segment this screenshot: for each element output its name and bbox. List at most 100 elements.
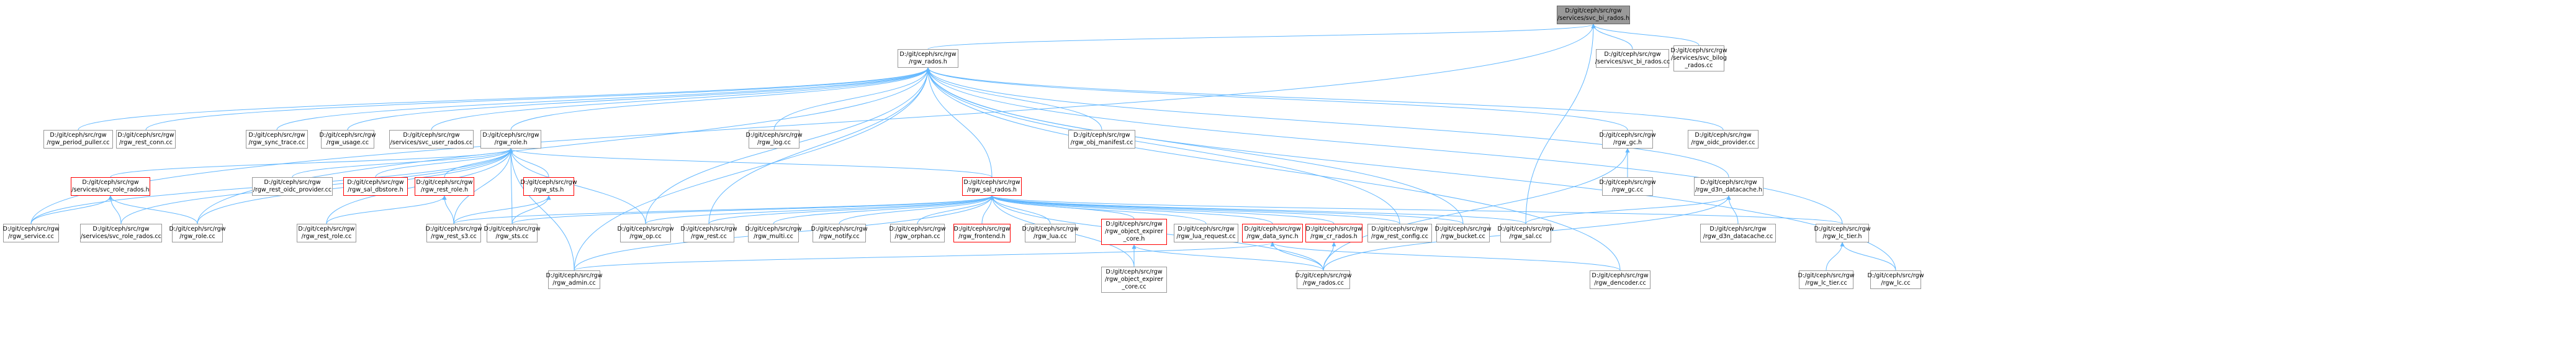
node-rgw-sal-rados-h[interactable]: D:/git/ceph/src/rgw/rgw_sal_rados.h [962,177,1022,196]
edge-rgw-d3n-datacache-h-to-rgw-sal-cc [1525,195,1731,224]
node-label-line: D:/git/ceph/src/rgw [2,226,60,232]
node-label-line: /rgw_obj_manifest.cc [1070,139,1133,146]
edge-rgw-sal-rados-h-to-rgw-lua-request-cc [989,195,1207,224]
node-label-line: D:/git/ceph/src/rgw [1592,272,1649,279]
edge-rgw-role-h-to-rgw-admin-cc [508,148,575,271]
node-rgw-cr-rados-h[interactable]: D:/git/ceph/src/rgw/rgw_cr_rados.h [1305,224,1362,242]
node-label-line: D:/git/ceph/src/rgw [82,179,139,186]
node-label-line: _core.h [1123,236,1145,242]
node-label-line: D:/git/ceph/src/rgw [50,132,107,139]
node-rgw-usage-cc[interactable]: D:/git/ceph/src/rgw/rgw_usage.cc [319,130,376,149]
node-svc-bi-rados-cc[interactable]: D:/git/ceph/src/rgw/services/svc_bi_rado… [1595,49,1670,68]
node-rgw-lua-cc[interactable]: D:/git/ceph/src/rgw/rgw_lua.cc [1022,224,1079,242]
node-rgw-bucket-cc[interactable]: D:/git/ceph/src/rgw/rgw_bucket.cc [1434,224,1492,242]
node-rgw-rest-cc[interactable]: D:/git/ceph/src/rgw/rgw_rest.cc [680,224,737,242]
node-rgw-dencoder-cc[interactable]: D:/git/ceph/src/rgw/rgw_dencoder.cc [1590,270,1651,289]
node-rgw-object-expirer-core-cc[interactable]: D:/git/ceph/src/rgw/rgw_object_expirer_c… [1101,267,1167,293]
node-label-line: D:/git/ceph/src/rgw [811,226,868,232]
node-rgw-op-cc[interactable]: D:/git/ceph/src/rgw/rgw_op.cc [617,224,674,242]
node-label-line: D:/git/ceph/src/rgw [1073,132,1130,139]
edge-rgw-lc-tier-h-to-rgw-lc-cc [1840,242,1896,271]
node-label-line: D:/git/ceph/src/rgw [1604,51,1661,58]
node-rgw-period-puller-cc[interactable]: D:/git/ceph/src/rgw/rgw_period_puller.cc [43,130,113,149]
node-label-line: D:/git/ceph/src/rgw [1695,132,1752,139]
edge-rgw-rados-h-to-rgw-d3n-datacache-h [925,67,1729,178]
node-rgw-notify-cc[interactable]: D:/git/ceph/src/rgw/rgw_notify.cc [811,224,868,242]
node-svc-user-rados-cc[interactable]: D:/git/ceph/src/rgw/services/svc_user_ra… [389,130,474,149]
node-rgw-rest-s3-cc[interactable]: D:/git/ceph/src/rgw/rgw_rest_s3.cc [425,224,482,242]
edge-rgw-sal-rados-h-to-rgw-rest-config-cc [989,195,1400,224]
edge-rgw-sal-rados-h-to-rgw-bucket-cc [989,195,1464,224]
node-rgw-rest-role-h[interactable]: D:/git/ceph/src/rgw/rgw_rest_role.h [415,177,474,196]
node-label-line: /rgw_rest_conn.cc [119,139,173,146]
node-rgw-rados-cc[interactable]: D:/git/ceph/src/rgw/rgw_rados.cc [1295,270,1352,289]
node-rgw-role-cc[interactable]: D:/git/ceph/src/rgw/rgw_role.cc [169,224,226,242]
node-label-line: /rgw_cr_rados.h [1310,233,1358,240]
edge-rgw-sal-rados-h-to-rgw-notify-cc [839,195,994,224]
node-svc-bi-rados-h: D:/git/ceph/src/rgw/services/svc_bi_rado… [1557,6,1630,24]
edge-rgw-role-h-to-rgw-sal-dbstore-h [375,148,513,178]
node-rgw-admin-cc[interactable]: D:/git/ceph/src/rgw/rgw_admin.cc [546,270,603,289]
node-label-line: D:/git/ceph/src/rgw [899,51,957,58]
node-rgw-lc-cc[interactable]: D:/git/ceph/src/rgw/rgw_lc.cc [1867,270,1924,289]
node-rgw-role-h[interactable]: D:/git/ceph/src/rgw/rgw_role.h [480,130,541,149]
node-label-line: /rgw_lc_tier.h [1822,233,1862,240]
node-rgw-rest-config-cc[interactable]: D:/git/ceph/src/rgw/rgw_rest_config.cc [1367,224,1432,242]
node-svc-bilog-rados-cc[interactable]: D:/git/ceph/src/rgw/services/svc_bilog_r… [1670,45,1727,71]
node-rgw-obj-manifest-cc[interactable]: D:/git/ceph/src/rgw/rgw_obj_manifest.cc [1068,130,1135,149]
node-label-line: /rgw_d3n_datacache.cc [1703,233,1773,240]
edge-rgw-rados-h-to-rgw-period-puller-cc [78,67,930,131]
node-rgw-lc-tier-h[interactable]: D:/git/ceph/src/rgw/rgw_lc_tier.h [1814,224,1871,242]
node-label-line: D:/git/ceph/src/rgw [1434,226,1492,232]
edge-rgw-rest-role-h-to-rgw-rest-role-cc [326,195,447,224]
node-rgw-gc-h[interactable]: D:/git/ceph/src/rgw/rgw_gc.h [1599,130,1656,149]
node-rgw-sts-cc[interactable]: D:/git/ceph/src/rgw/rgw_sts.cc [484,224,541,242]
node-rgw-rados-h[interactable]: D:/git/ceph/src/rgw/rgw_rados.h [898,49,958,68]
node-rgw-orphan-cc[interactable]: D:/git/ceph/src/rgw/rgw_orphan.cc [889,224,946,242]
node-label-line: /rgw_role.h [494,139,528,146]
node-rgw-oidc-provider-cc[interactable]: D:/git/ceph/src/rgw/rgw_oidc_provider.cc [1688,130,1759,149]
node-label-line: /rgw_d3n_datacache.h [1695,186,1762,193]
edge-rgw-sal-rados-h-to-rgw-lua-cc [989,195,1051,224]
edge-rgw-role-h-to-rgw-op-cc [508,148,646,224]
node-rgw-rest-oidc-provider-cc[interactable]: D:/git/ceph/src/rgw/rgw_rest_oidc_provid… [252,177,333,196]
node-label-line: /rgw_gc.cc [1611,186,1644,193]
node-rgw-multi-cc[interactable]: D:/git/ceph/src/rgw/rgw_multi.cc [745,224,802,242]
node-rgw-log-cc[interactable]: D:/git/ceph/src/rgw/rgw_log.cc [745,130,803,149]
node-rgw-service-cc[interactable]: D:/git/ceph/src/rgw/rgw_service.cc [2,224,60,242]
node-label-line: /rgw_rest.cc [691,233,727,240]
node-label-line: D:/git/ceph/src/rgw [319,132,376,139]
node-svc-role-rados-cc[interactable]: D:/git/ceph/src/rgw/services/svc_role_ra… [80,224,162,242]
node-label-line: D:/git/ceph/src/rgw [1295,272,1352,279]
node-rgw-object-expirer-core-h[interactable]: D:/git/ceph/src/rgw/rgw_object_expirer_c… [1101,219,1167,245]
node-label-line: D:/git/ceph/src/rgw [963,179,1020,186]
node-rgw-sal-cc[interactable]: D:/git/ceph/src/rgw/rgw_sal.cc [1497,224,1554,242]
edge-rgw-rados-h-to-rgw-sync-trace-cc [276,67,930,131]
edge-rgw-rados-h-to-rgw-role-h [510,67,930,131]
edge-svc-bi-rados-h-to-rgw-sal-cc [1525,24,1596,224]
node-rgw-lua-request-cc[interactable]: D:/git/ceph/src/rgw/rgw_lua_request.cc [1174,224,1238,242]
edge-rgw-sal-rados-h-to-rgw-multi-cc [773,195,994,224]
node-rgw-d3n-datacache-cc[interactable]: D:/git/ceph/src/rgw/rgw_d3n_datacache.cc [1700,224,1776,242]
node-label-line: /services/svc_role_rados.cc [81,233,161,240]
node-rgw-rest-role-cc[interactable]: D:/git/ceph/src/rgw/rgw_rest_role.cc [297,224,356,242]
node-rgw-sal-dbstore-h[interactable]: D:/git/ceph/src/rgw/rgw_sal_dbstore.h [343,177,408,196]
edge-rgw-data-sync-h-to-rgw-rados-cc [1270,242,1324,271]
edge-rgw-role-h-to-rgw-sal-rados-h [508,148,993,178]
node-label-line: D:/git/ceph/src/rgw [403,132,460,139]
node-rgw-gc-cc[interactable]: D:/git/ceph/src/rgw/rgw_gc.cc [1599,177,1656,196]
node-label-line: D:/git/ceph/src/rgw [1798,272,1855,279]
node-label-line: /rgw_lua.cc [1034,233,1067,240]
node-rgw-data-sync-h[interactable]: D:/git/ceph/src/rgw/rgw_data_sync.h [1242,224,1303,242]
node-rgw-sync-trace-cc[interactable]: D:/git/ceph/src/rgw/rgw_sync_trace.cc [246,130,308,149]
node-rgw-lc-tier-cc[interactable]: D:/git/ceph/src/rgw/rgw_lc_tier.cc [1798,270,1855,289]
node-label-line: D:/git/ceph/src/rgw [1244,226,1301,232]
node-svc-role-rados-h[interactable]: D:/git/ceph/src/rgw/services/svc_role_ra… [71,177,150,196]
node-rgw-sts-h[interactable]: D:/git/ceph/src/rgw/rgw_sts.h [520,177,577,196]
edge-svc-role-rados-h-to-rgw-service-cc [30,195,113,224]
node-label-line: D:/git/ceph/src/rgw [416,179,473,186]
node-rgw-frontend-h[interactable]: D:/git/ceph/src/rgw/rgw_frontend.h [953,224,1011,242]
node-rgw-d3n-datacache-h[interactable]: D:/git/ceph/src/rgw/rgw_d3n_datacache.h [1694,177,1763,196]
node-rgw-rest-conn-cc[interactable]: D:/git/ceph/src/rgw/rgw_rest_conn.cc [116,130,176,149]
